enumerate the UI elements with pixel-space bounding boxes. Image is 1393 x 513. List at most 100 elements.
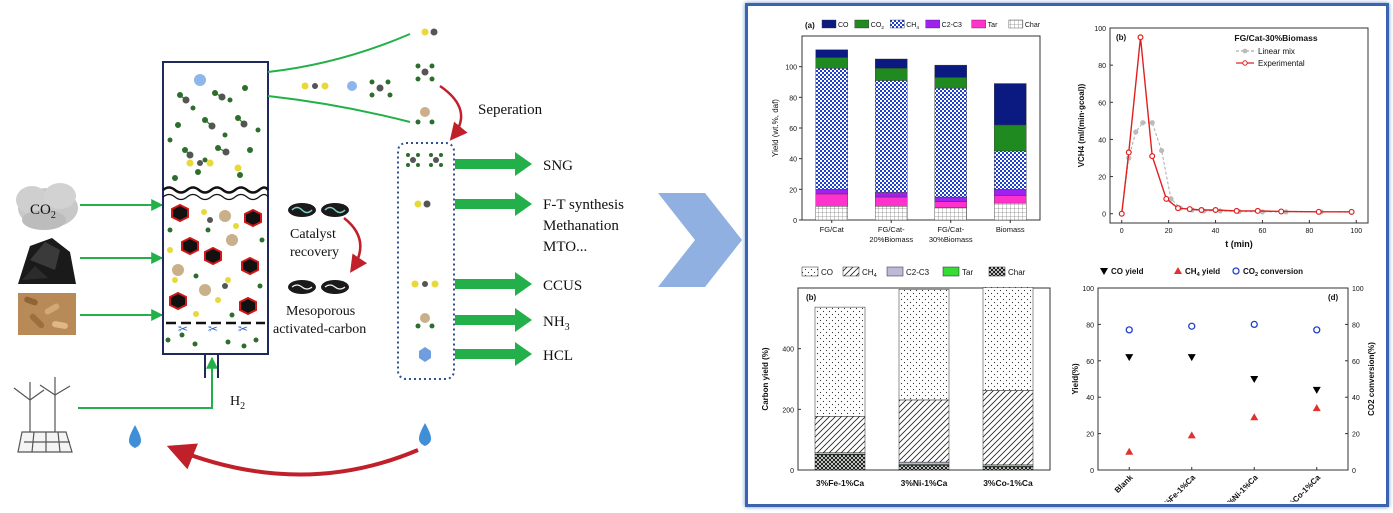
- bar-segment-char: [815, 205, 848, 221]
- y-tick-label: 0: [1090, 468, 1094, 475]
- x-tick-label: 30%Biomass: [929, 235, 973, 244]
- svg-text:SNG F-T synthesis Meth: SNG F-T synthesis Methanation MTO... CCU…: [543, 158, 628, 364]
- data-point-linear-mix: [1259, 209, 1266, 215]
- x-tick-label: 40: [1212, 228, 1220, 235]
- panel-label: (b): [806, 293, 817, 302]
- legend-swatch: [842, 266, 860, 277]
- recycle-arc: [166, 443, 419, 477]
- legend-label: Tar: [988, 22, 998, 29]
- data-point-linear-mix: [1133, 129, 1139, 135]
- legend-label: C2-C3: [906, 268, 930, 277]
- bar-segment-co2: [815, 57, 848, 69]
- bar-segment-ch4: [898, 399, 950, 463]
- legend-marker: [1232, 267, 1240, 275]
- renewable-energy-icon: [13, 377, 73, 453]
- recovery-arrow: [343, 217, 368, 273]
- data-point-experimental: [1175, 205, 1182, 212]
- separation-label: Seperation: [478, 102, 543, 118]
- legend-label: Experimental: [1258, 59, 1305, 68]
- svg-text:✂: ✂: [208, 322, 218, 336]
- bar-segment-char: [875, 205, 908, 221]
- legend-swatch: [1008, 19, 1024, 29]
- data-point-experimental: [1212, 207, 1219, 214]
- data-point-co2-conversion: [1313, 326, 1321, 334]
- data-point-experimental: [1149, 153, 1156, 160]
- legend-label: Linear mix: [1258, 47, 1295, 56]
- bar-segment-tar: [875, 196, 908, 207]
- y2-tick-label: 20: [1352, 432, 1360, 439]
- bar-segment-ch4: [934, 87, 967, 198]
- nh3-arrow: [455, 308, 532, 332]
- legend-swatch: [886, 266, 904, 277]
- legend-swatch: [854, 19, 870, 29]
- bar-segment-c2-c3: [815, 189, 848, 195]
- data-point-ch4-yield: [1250, 413, 1259, 421]
- y-tick-label: 20: [1086, 432, 1094, 439]
- y-tick-label: 40: [1098, 137, 1106, 144]
- y-axis-label: Carbon yield (%): [761, 347, 770, 410]
- bar-segment-tar: [815, 193, 848, 207]
- y-tick-label: 20: [789, 187, 797, 194]
- legend-label: CO2: [871, 22, 885, 31]
- y-tick-label: 60: [789, 126, 797, 133]
- hcl-arrow: [455, 342, 532, 366]
- y2-tick-label: 80: [1352, 322, 1360, 329]
- water-drop-icon: [418, 423, 432, 446]
- bar-segment-co: [934, 64, 967, 78]
- mesoporous-label: Mesoporous activated-carbon: [273, 304, 366, 337]
- bar-segment-co: [994, 83, 1027, 126]
- y-tick-label: 0: [793, 218, 797, 225]
- x-tick-label: 3%Ni-1%Ca: [1222, 473, 1260, 502]
- legend-label: Char: [1025, 22, 1041, 29]
- transition-arrow-icon: [658, 193, 742, 287]
- bar-segment-char: [898, 465, 950, 471]
- product-ft-synthesis: F-T synthesis: [543, 197, 624, 213]
- data-point-experimental: [1254, 207, 1261, 214]
- y-axis-label: Yield (wt.%, daf): [771, 99, 780, 157]
- legend-label: CO: [838, 22, 849, 29]
- data-point-co-yield: [1312, 386, 1321, 394]
- product-hcl: HCL: [543, 348, 573, 364]
- x-tick-label: FG/Cat-: [878, 225, 905, 234]
- y-tick-label: 80: [1098, 63, 1106, 70]
- gas-outlet-pipe: [267, 33, 411, 73]
- data-point-experimental: [1278, 208, 1285, 215]
- h2-feed-arrow: [78, 356, 218, 409]
- bar-segment-c2-c3: [994, 189, 1027, 196]
- bar-segment-co: [875, 58, 908, 69]
- panel-label: (d): [1328, 293, 1339, 302]
- data-point-co2-conversion: [1125, 326, 1133, 334]
- data-point-linear-mix: [1149, 120, 1155, 126]
- legend-label: CH4 yield: [1185, 267, 1220, 278]
- product-ccus: CCUS: [543, 278, 582, 294]
- bar-segment-co2: [934, 77, 967, 89]
- ft-arrow: [455, 192, 532, 216]
- x-tick-label: 3%Fe-1%Ca: [816, 478, 864, 488]
- h2-label: H2: [230, 394, 245, 412]
- legend-swatch: [988, 266, 1006, 277]
- data-point-experimental: [1118, 210, 1125, 217]
- legend-swatch: [925, 19, 940, 29]
- y-tick-label: 80: [1086, 322, 1094, 329]
- legend-swatch: [971, 19, 986, 29]
- y-tick-label: 40: [1086, 395, 1094, 402]
- y2-tick-label: 60: [1352, 359, 1360, 366]
- data-point-co-yield: [1187, 354, 1196, 362]
- data-point-experimental: [1137, 34, 1144, 41]
- x-tick-label: Biomass: [996, 225, 1025, 234]
- methane-molecules-icon: [167, 74, 261, 181]
- legend-swatch: [821, 19, 837, 29]
- y2-tick-label: 100: [1352, 286, 1364, 293]
- legend-marker: [1242, 48, 1248, 54]
- y-axis-label: VCH4 (ml/(min·gcoal)): [1077, 83, 1086, 167]
- x-tick-label: 3%Fe-1%Ca: [1159, 473, 1198, 502]
- legend-label: CH4: [906, 22, 919, 31]
- data-point-experimental: [1198, 207, 1205, 214]
- reactor-interface-wave: [162, 186, 270, 194]
- process-scheme: CO2 ✂ ✂ ✂: [13, 28, 628, 477]
- y-tick-label: 100: [1082, 286, 1094, 293]
- data-point-linear-mix: [1140, 120, 1146, 126]
